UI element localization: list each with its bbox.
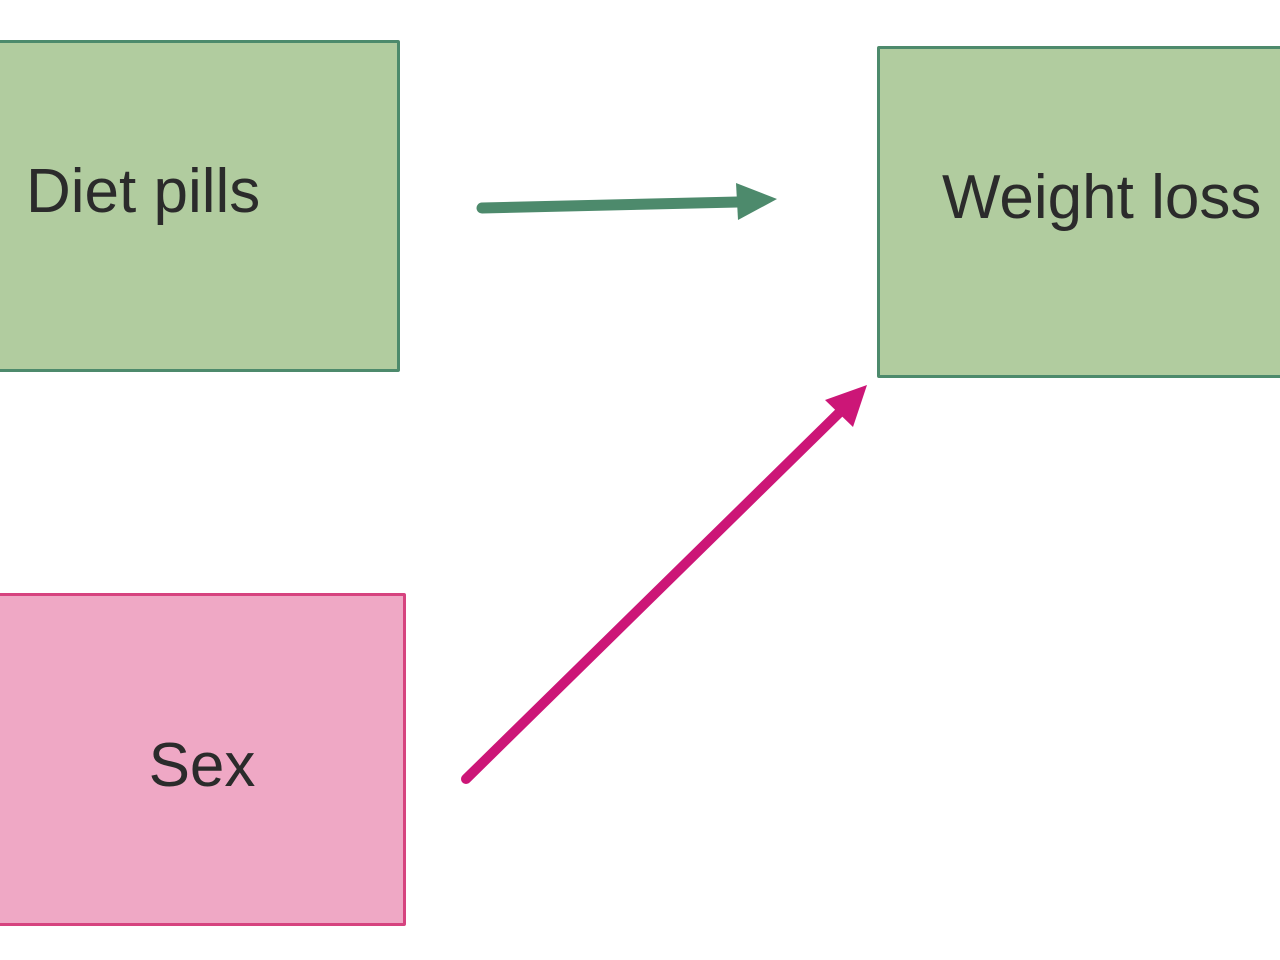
node-weight-loss-label: Weight loss: [942, 162, 1262, 232]
edge-sex-to-weight-loss-arrowhead: [825, 385, 867, 427]
edge-sex-to-weight-loss-line[interactable]: [461, 404, 848, 784]
node-diet-pills-label: Diet pills: [26, 156, 261, 226]
edge-diet-pills-to-weight-loss-arrowhead: [736, 183, 777, 220]
node-weight-loss[interactable]: Weight loss: [877, 46, 1280, 378]
node-sex[interactable]: Sex: [0, 593, 406, 926]
edge-sex-to-weight-loss[interactable]: [461, 385, 867, 784]
edge-diet-pills-to-weight-loss-line[interactable]: [476, 196, 744, 214]
edge-diet-pills-to-weight-loss[interactable]: [476, 183, 777, 220]
node-sex-label: Sex: [148, 731, 256, 800]
node-diet-pills[interactable]: Diet pills: [0, 40, 400, 372]
